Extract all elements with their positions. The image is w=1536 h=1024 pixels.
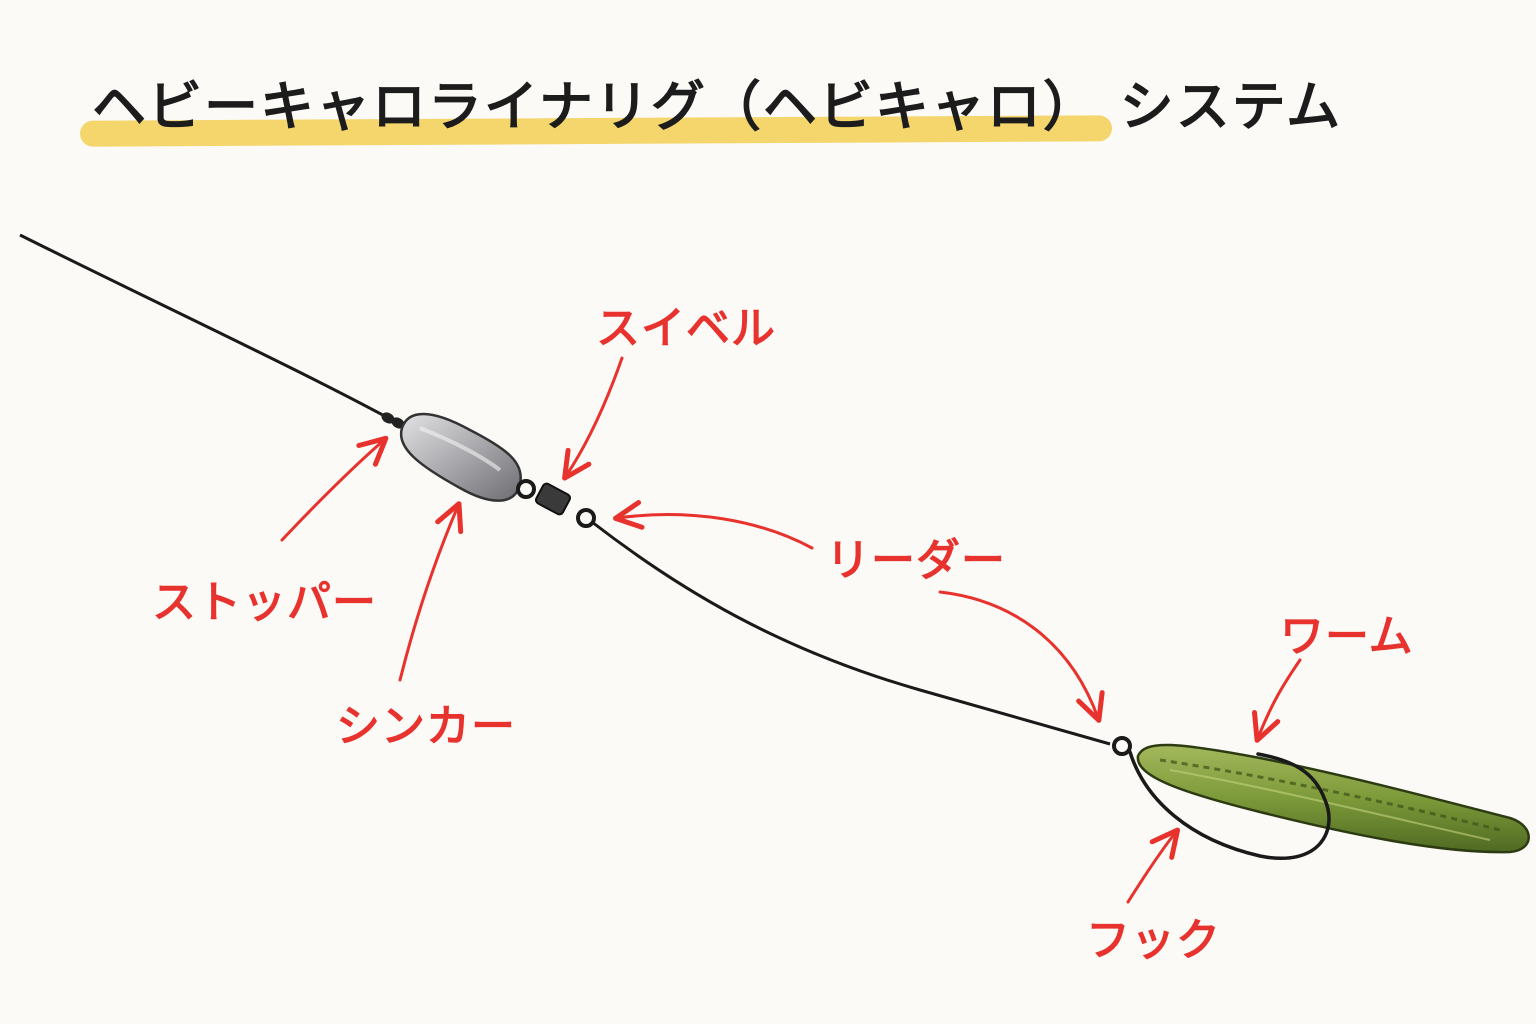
- label-sinker: シンカー: [336, 701, 516, 752]
- arrow-sinker: [398, 501, 464, 682]
- arrow-hook: [1126, 827, 1181, 904]
- stopper: [381, 412, 405, 429]
- arrow-stopper: [280, 435, 389, 542]
- arrow-worm: [1252, 658, 1302, 743]
- arrow-swivel: [562, 356, 624, 481]
- worm: [1136, 743, 1530, 854]
- hook-eye: [1112, 736, 1132, 756]
- label-leader: リーダー: [826, 535, 1006, 586]
- arrow-leader-left: [613, 500, 814, 550]
- sinker: [399, 412, 523, 502]
- label-swivel: スイベル: [596, 303, 776, 354]
- label-stopper: ストッパー: [152, 577, 377, 628]
- label-worm: ワーム: [1280, 611, 1414, 662]
- leader-line: [591, 520, 1111, 746]
- main-line: [19, 233, 393, 422]
- page-title: ヘビーキャロライナリグ（ヘビキャロ） システム: [92, 75, 1343, 138]
- label-hook: フック: [1086, 915, 1221, 966]
- annotation-arrows: [280, 356, 1302, 904]
- swivel: [516, 479, 596, 528]
- hook: [1128, 750, 1331, 860]
- arrow-leader-right: [938, 590, 1105, 723]
